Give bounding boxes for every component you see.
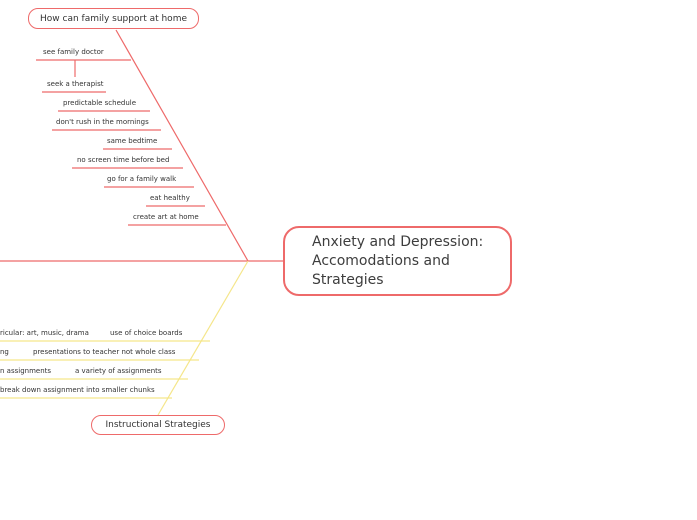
leaf-dont-rush[interactable]: don't rush in the mornings [56,118,149,126]
topic-family-support[interactable]: How can family support at home [28,8,199,29]
leaf-row3-partial[interactable]: n assignments [0,367,52,375]
leaf-no-screen-time[interactable]: no screen time before bed [77,156,170,164]
leaf-eat-healthy[interactable]: eat healthy [150,194,190,202]
leaf-see-family-doctor[interactable]: see family doctor [43,48,104,56]
leaf-extracurricular[interactable]: ricular: art, music, drama [0,329,89,337]
leaf-break-down-assignment[interactable]: break down assignment into smaller chunk… [0,386,155,394]
branch-instructional [157,260,249,416]
leaf-variety-of-assignments[interactable]: a variety of assignments [75,367,162,375]
topic-instructional-strategies-label: Instructional Strategies [105,420,211,430]
leaf-presentations-to-teacher[interactable]: presentations to teacher not whole class [33,348,176,356]
leaf-same-bedtime[interactable]: same bedtime [107,137,158,145]
leaf-predictable-schedule[interactable]: predictable schedule [63,99,137,107]
leaf-row2-partial[interactable]: ng [0,348,9,356]
leaf-create-art[interactable]: create art at home [133,213,199,221]
leaf-choice-boards[interactable]: use of choice boards [110,329,183,337]
central-topic-node[interactable]: Anxiety and Depression: Accomodations an… [283,226,512,296]
central-topic-label: Anxiety and Depression: Accomodations an… [312,233,484,288]
leaf-seek-therapist[interactable]: seek a therapist [47,80,104,88]
topic-instructional-strategies[interactable]: Instructional Strategies [91,415,225,435]
leaf-family-walk[interactable]: go for a family walk [107,175,177,183]
topic-family-support-label: How can family support at home [40,13,187,24]
